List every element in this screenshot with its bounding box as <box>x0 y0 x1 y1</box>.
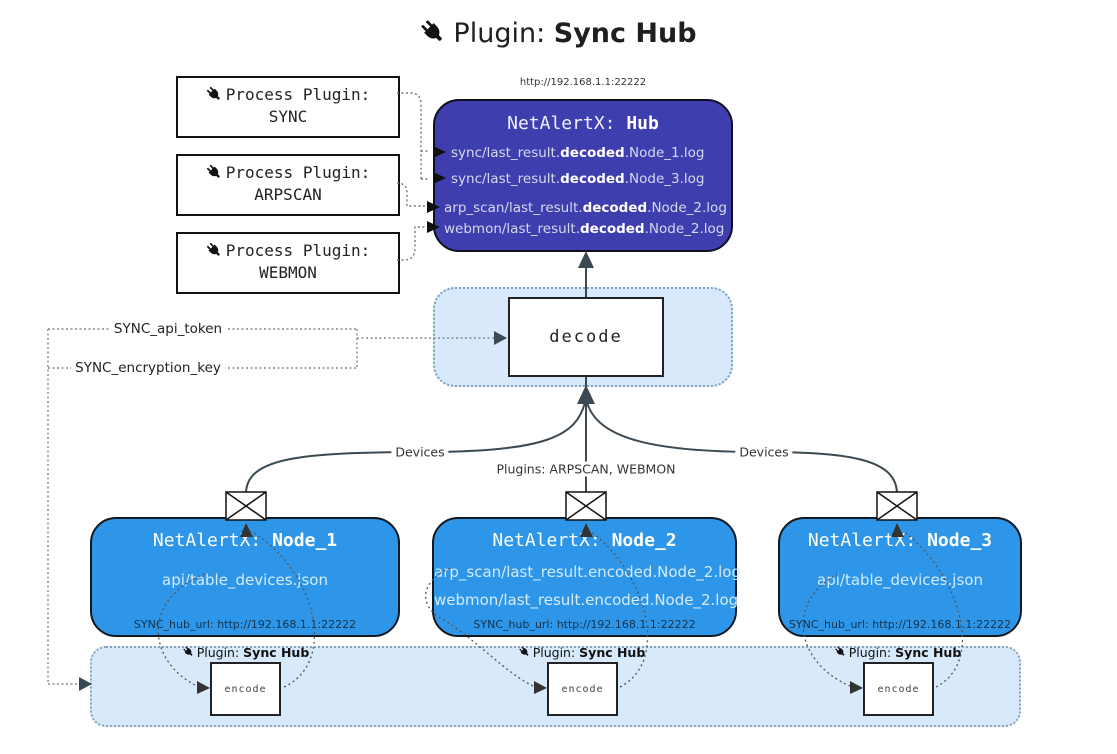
arrow-into-hub <box>578 251 594 268</box>
encode-box-2: encode <box>547 662 618 716</box>
node-payload: api/table_devices.json <box>162 571 328 589</box>
arpscan-connector <box>396 182 426 207</box>
process-plugin-name: WEBMON <box>259 263 317 282</box>
node-title: NetAlertX: Node_1 <box>152 530 338 551</box>
process-plugin-label: Process Plugin: <box>225 85 371 104</box>
process-plugin-arpscan: Process Plugin: ARPSCAN <box>176 154 400 216</box>
process-plugin-sync: Process Plugin: SYNC <box>176 76 400 138</box>
devices-label-right: Devices <box>735 444 793 460</box>
envelope-icon <box>876 491 918 521</box>
title-prefix: Plugin: <box>453 18 554 49</box>
plug-icon <box>183 646 195 658</box>
node-title: NetAlertX: Node_3 <box>807 530 993 551</box>
node-3-box: NetAlertX: Node_3 api/table_devices.json… <box>778 517 1022 637</box>
plug-icon <box>420 19 447 46</box>
hub-title: NetAlertX: Hub <box>507 113 659 134</box>
devices-label-left: Devices <box>391 444 449 460</box>
sync-api-token-label: SYNC_api_token <box>109 321 227 337</box>
title-bold: Sync Hub <box>553 18 697 49</box>
envelope-icon <box>225 491 267 521</box>
process-plugin-webmon: Process Plugin: WEBMON <box>176 232 400 294</box>
hub-url: http://192.168.1.1:22222 <box>519 77 647 88</box>
hub-log-line: arp_scan/last_result.decoded.Node_2.log <box>444 200 727 216</box>
node-payload: webmon/last_result.encoded.Node_2.log <box>434 591 739 609</box>
plug-icon <box>206 164 223 181</box>
hub-log-line: sync/last_result.decoded.Node_3.log <box>451 171 705 187</box>
bar-plugin-label: Plugin: Sync Hub <box>183 645 309 660</box>
node-2-box: NetAlertX: Node_2 arp_scan/last_result.e… <box>432 517 741 637</box>
bar-plugin-label: Plugin: Sync Hub <box>835 645 961 660</box>
node-title: NetAlertX: Node_2 <box>492 530 677 551</box>
process-plugin-label: Process Plugin: <box>225 163 371 182</box>
plugins-label-mid: Plugins: ARPSCAN, WEBMON <box>492 461 680 477</box>
envelope-icons <box>225 491 918 521</box>
plug-icon <box>206 86 223 103</box>
node-hub-url: SYNC_hub_url: http://192.168.1.1:22222 <box>133 618 357 631</box>
plugin-connectors <box>396 92 430 261</box>
hub-log-line: webmon/last_result.decoded.Node_2.log <box>444 221 725 237</box>
webmon-connector <box>397 226 426 261</box>
node-hub-url: SYNC_hub_url: http://192.168.1.1:22222 <box>473 618 696 631</box>
plug-icon <box>835 646 847 658</box>
encode-box-1: encode <box>210 662 281 716</box>
hub-box: NetAlertX: Hub sync/last_result.decoded.… <box>433 99 733 252</box>
bar-plugin-label: Plugin: Sync Hub <box>519 645 645 660</box>
page-title: Plugin: Sync Hub <box>0 18 1117 49</box>
plug-icon <box>519 646 531 658</box>
hub-log-line: sync/last_result.decoded.Node_1.log <box>451 145 705 161</box>
node-1-box: NetAlertX: Node_1 api/table_devices.json… <box>90 517 400 637</box>
process-plugin-name: SYNC <box>268 107 308 126</box>
plug-icon <box>206 242 223 259</box>
node-payload: api/table_devices.json <box>817 571 983 589</box>
envelope-icon <box>565 491 607 521</box>
encode-box-3: encode <box>863 662 934 716</box>
arrow-into-decode-container <box>577 385 595 404</box>
sync-connector <box>397 92 422 179</box>
decode-box: decode <box>508 297 664 377</box>
node-payload: arp_scan/last_result.encoded.Node_2.log <box>434 563 741 581</box>
node-hub-url: SYNC_hub_url: http://192.168.1.1:22222 <box>788 618 1012 631</box>
process-plugin-label: Process Plugin: <box>225 241 371 260</box>
process-plugin-name: ARPSCAN <box>254 185 322 204</box>
sync-encryption-key-label: SYNC_encryption_key <box>71 360 225 376</box>
